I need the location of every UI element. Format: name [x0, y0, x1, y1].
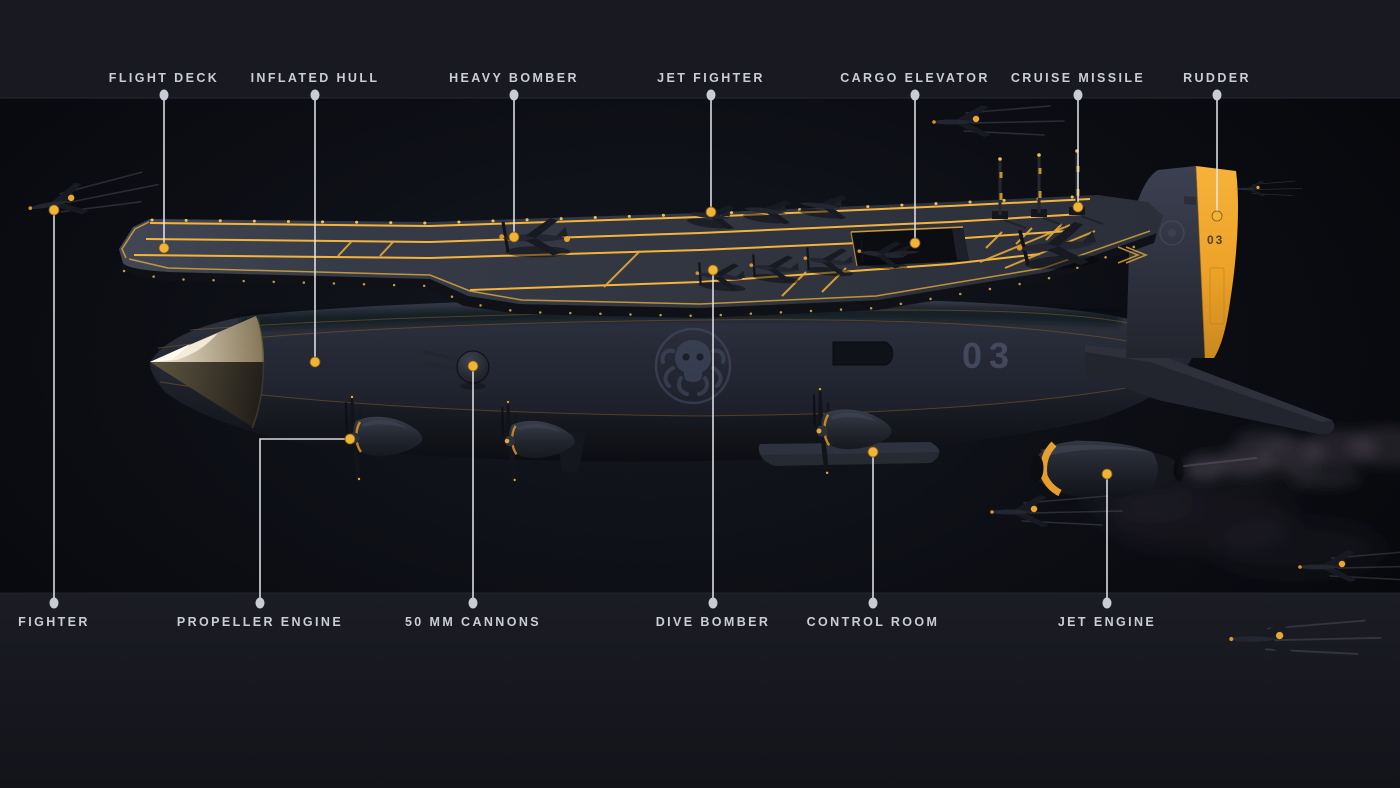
rudder-number: 03 — [1207, 233, 1224, 247]
deck-hash-marks — [337, 223, 1149, 297]
hull-number: 03 — [962, 335, 1016, 376]
hull-hatch — [832, 341, 894, 366]
callout-target-dot — [48, 204, 60, 216]
callout-label: FIGHTER — [18, 615, 90, 629]
jet-engine-yellow-band — [1040, 441, 1062, 497]
rudder-panel — [1196, 166, 1238, 358]
callout-label-dot — [706, 89, 716, 101]
control-room-gondola — [758, 442, 940, 466]
callout-control-room: CONTROL ROOM — [807, 446, 940, 629]
callout-label-dot — [868, 597, 878, 609]
top-band — [0, 0, 1400, 98]
callout-label-dot — [159, 89, 169, 101]
callout-fighter: FIGHTER — [18, 204, 90, 629]
inflated-hull: 03 — [150, 297, 1192, 462]
callout-label: FLIGHT DECK — [109, 71, 219, 85]
callout-jet-engine: JET ENGINE — [1058, 468, 1156, 629]
callout-label-dot — [310, 89, 320, 101]
callout-dive-bomber: DIVE BOMBER — [656, 264, 771, 629]
cruise-missile-2 — [1031, 153, 1066, 227]
callout-label: PROPELLER ENGINE — [177, 615, 343, 629]
callout-label-dot — [1212, 89, 1222, 101]
callout-layer: FLIGHT DECK INFLATED HULL HEAVY BOMBER JET … — [18, 71, 1251, 629]
jet-exhaust-smoke — [1183, 426, 1400, 488]
callout-target-dot — [707, 264, 719, 276]
callout-flight-deck: FLIGHT DECK — [109, 71, 219, 254]
callout-jet-fighter: JET FIGHTER — [657, 71, 765, 218]
callout-label: HEAVY BOMBER — [449, 71, 579, 85]
callout-label: JET FIGHTER — [657, 71, 765, 85]
deck-shadow-on-hull — [240, 305, 1120, 330]
callout-target-dot — [158, 242, 170, 254]
deck-bomber-aft — [1013, 218, 1103, 274]
callout-label-dot — [910, 89, 920, 101]
callout-label: CRUISE MISSILE — [1011, 71, 1145, 85]
nose-cone — [150, 316, 265, 429]
callout-label-dot — [708, 597, 718, 609]
callout-target-dot — [508, 231, 520, 243]
deck-side-face — [121, 233, 1157, 318]
callout-target-dot — [1101, 468, 1113, 480]
callout-label: CARGO ELEVATOR — [840, 71, 990, 85]
callout-label-dot — [1102, 597, 1112, 609]
callout-label: RUDDER — [1183, 71, 1251, 85]
callout-rudder: RUDDER — [1183, 71, 1251, 222]
fin-emblem-icon — [1159, 220, 1185, 246]
callout-heavy-bomber: HEAVY BOMBER — [449, 71, 579, 243]
callout-label: JET ENGINE — [1058, 615, 1156, 629]
cruise-missile-1 — [992, 157, 1027, 229]
callout-label-dot — [49, 597, 59, 609]
callout-label-dot — [1073, 89, 1083, 101]
bottom-band — [0, 593, 1400, 788]
callout-label: CONTROL ROOM — [807, 615, 940, 629]
callout-label: 50 MM CANNONS — [405, 615, 541, 629]
jet-engine-pod — [1030, 440, 1185, 499]
callout-target-dot — [467, 360, 479, 372]
callout-leader-line — [259, 438, 350, 603]
callout-label-dot — [255, 597, 265, 609]
callout-label-dot — [509, 89, 519, 101]
callout-50-mm-cannons: 50 MM CANNONS — [405, 360, 541, 629]
callout-target-dot — [867, 446, 879, 458]
callout-cargo-elevator: CARGO ELEVATOR — [840, 71, 990, 249]
callout-label-dot — [468, 597, 478, 609]
callout-target-dot — [1072, 201, 1084, 213]
tailplane — [1085, 345, 1335, 435]
callout-target-dot — [344, 433, 356, 445]
hydra-emblem-icon — [654, 327, 732, 405]
callout-cruise-missile: CRUISE MISSILE — [1011, 71, 1145, 213]
deck-heavy-bomber — [497, 216, 573, 259]
callout-inflated-hull: INFLATED HULL — [251, 71, 380, 368]
callout-target-dot — [309, 356, 321, 368]
callout-target-dot — [705, 206, 717, 218]
callout-label: INFLATED HULL — [251, 71, 380, 85]
tail-fin: 03 — [1126, 165, 1238, 359]
callout-propeller-engine: PROPELLER ENGINE — [177, 433, 356, 629]
callout-target-dot — [909, 237, 921, 249]
callout-label: DIVE BOMBER — [656, 615, 771, 629]
callout-target-dot — [1211, 210, 1223, 222]
